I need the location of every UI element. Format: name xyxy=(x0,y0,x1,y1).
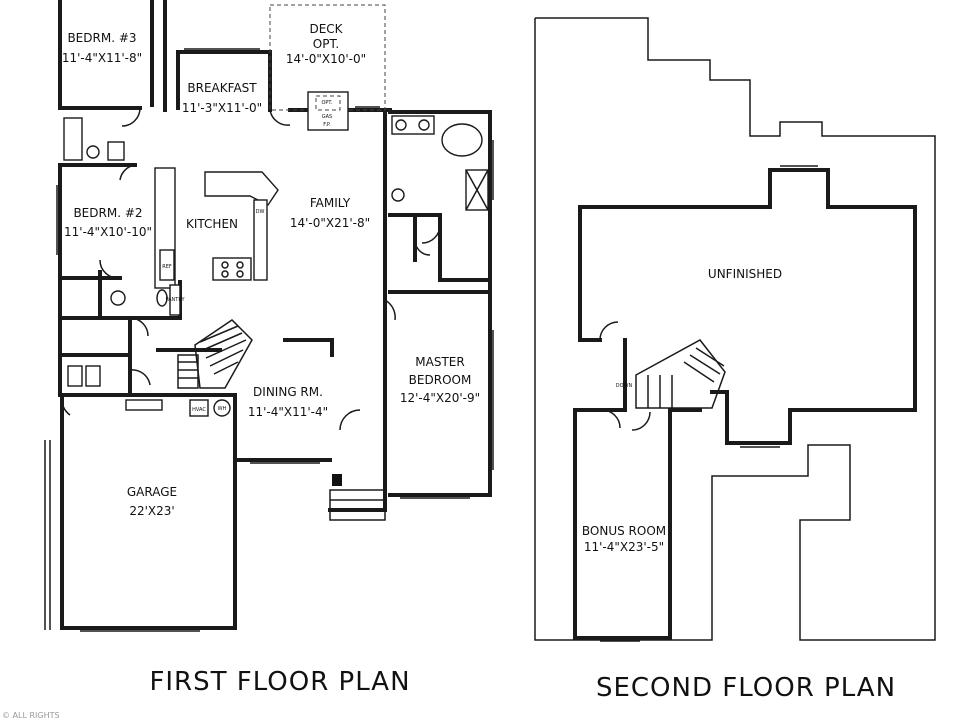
family-size: 14'-0"X21'-8" xyxy=(290,216,370,230)
bedroom2-name: BEDRM. #2 xyxy=(73,206,142,220)
range xyxy=(212,257,252,281)
garage-name: GARAGE xyxy=(127,485,177,499)
bonus-room-name: BONUS ROOM xyxy=(582,524,666,538)
family-name: FAMILY xyxy=(310,196,351,210)
water-heater-label: WH xyxy=(218,406,227,412)
fireplace-gas-label: GAS xyxy=(322,114,332,120)
kitchen-island xyxy=(204,171,279,206)
kitchen-name: KITCHEN xyxy=(186,217,238,231)
sink xyxy=(107,141,125,161)
master-name-2: BEDROOM xyxy=(409,373,472,387)
roof-outline xyxy=(534,17,936,641)
hvac-unit xyxy=(189,399,209,417)
toilet xyxy=(110,290,126,306)
dryer xyxy=(85,365,101,387)
first-floor-title: FIRST FLOOR PLAN xyxy=(149,667,410,697)
sink xyxy=(156,289,168,307)
bedroom3-size: 11'-4"X11'-8" xyxy=(62,51,142,65)
master-tub xyxy=(441,123,483,157)
second-floor-title: SECOND FLOOR PLAN xyxy=(596,673,896,703)
garage-size: 22'X23' xyxy=(129,504,174,518)
water-heater xyxy=(213,399,231,417)
hvac-label: HVAC xyxy=(192,407,206,413)
first-floor-plan: BEDRM. #3 11'-4"X11'-8" DECK OPT. 14'-0"… xyxy=(44,0,494,697)
first-floor-labels: BEDRM. #3 11'-4"X11'-8" DECK OPT. 14'-0"… xyxy=(62,22,480,518)
breakfast-name: BREAKFAST xyxy=(187,81,257,95)
breakfast-size: 11'-3"X11'-0" xyxy=(182,101,262,115)
toilet xyxy=(391,188,405,202)
second-floor-windows xyxy=(600,165,818,642)
first-floor-outer-walls xyxy=(58,0,492,630)
front-steps xyxy=(329,474,386,521)
master-name: MASTER xyxy=(415,355,464,369)
garage-shelf xyxy=(125,399,163,411)
bedroom2-size: 11'-4"X10'-10" xyxy=(64,225,152,239)
fireplace xyxy=(307,91,349,131)
refrigerator-label: REF xyxy=(162,264,172,270)
washer xyxy=(67,365,83,387)
bonus-room-size: 11'-4"X23'-5" xyxy=(584,540,664,554)
deck-size: 14'-0"X10'-0" xyxy=(286,52,366,66)
unfinished-label: UNFINISHED xyxy=(708,267,782,281)
stairs-down-label: DOWN xyxy=(616,383,633,389)
unfinished-area-walls xyxy=(573,168,917,640)
watermark-text: © ALL RIGHTS xyxy=(2,711,60,720)
dishwasher-label: DW xyxy=(256,209,265,215)
fireplace-opt-label: OPT. xyxy=(321,100,332,106)
first-floor-stairs xyxy=(177,319,253,389)
master-size: 12'-4"X20'-9" xyxy=(400,391,480,405)
deck-outline xyxy=(269,4,386,111)
second-floor-doors xyxy=(599,321,651,431)
second-floor-stairs xyxy=(635,339,726,409)
first-floor-windows xyxy=(56,48,494,632)
bedroom3-name: BEDRM. #3 xyxy=(67,31,136,45)
dining-name: DINING RM. xyxy=(253,385,323,399)
garage-door xyxy=(44,440,51,630)
dining-size: 11'-4"X11'-4" xyxy=(248,405,328,419)
toilet xyxy=(86,145,100,159)
first-floor-fixtures xyxy=(63,91,489,417)
first-floor-doors xyxy=(60,107,441,431)
bathtub xyxy=(63,117,83,161)
second-floor-plan: UNFINISHED BONUS ROOM 11'-4"X23'-5" DOWN… xyxy=(534,17,936,703)
pantry-label: PANTRY xyxy=(165,297,185,303)
deck-note: OPT. xyxy=(313,37,339,51)
first-floor-interior-walls xyxy=(58,106,492,462)
deck-name: DECK xyxy=(309,22,343,36)
fireplace-fp-label: F.P. xyxy=(323,122,331,128)
